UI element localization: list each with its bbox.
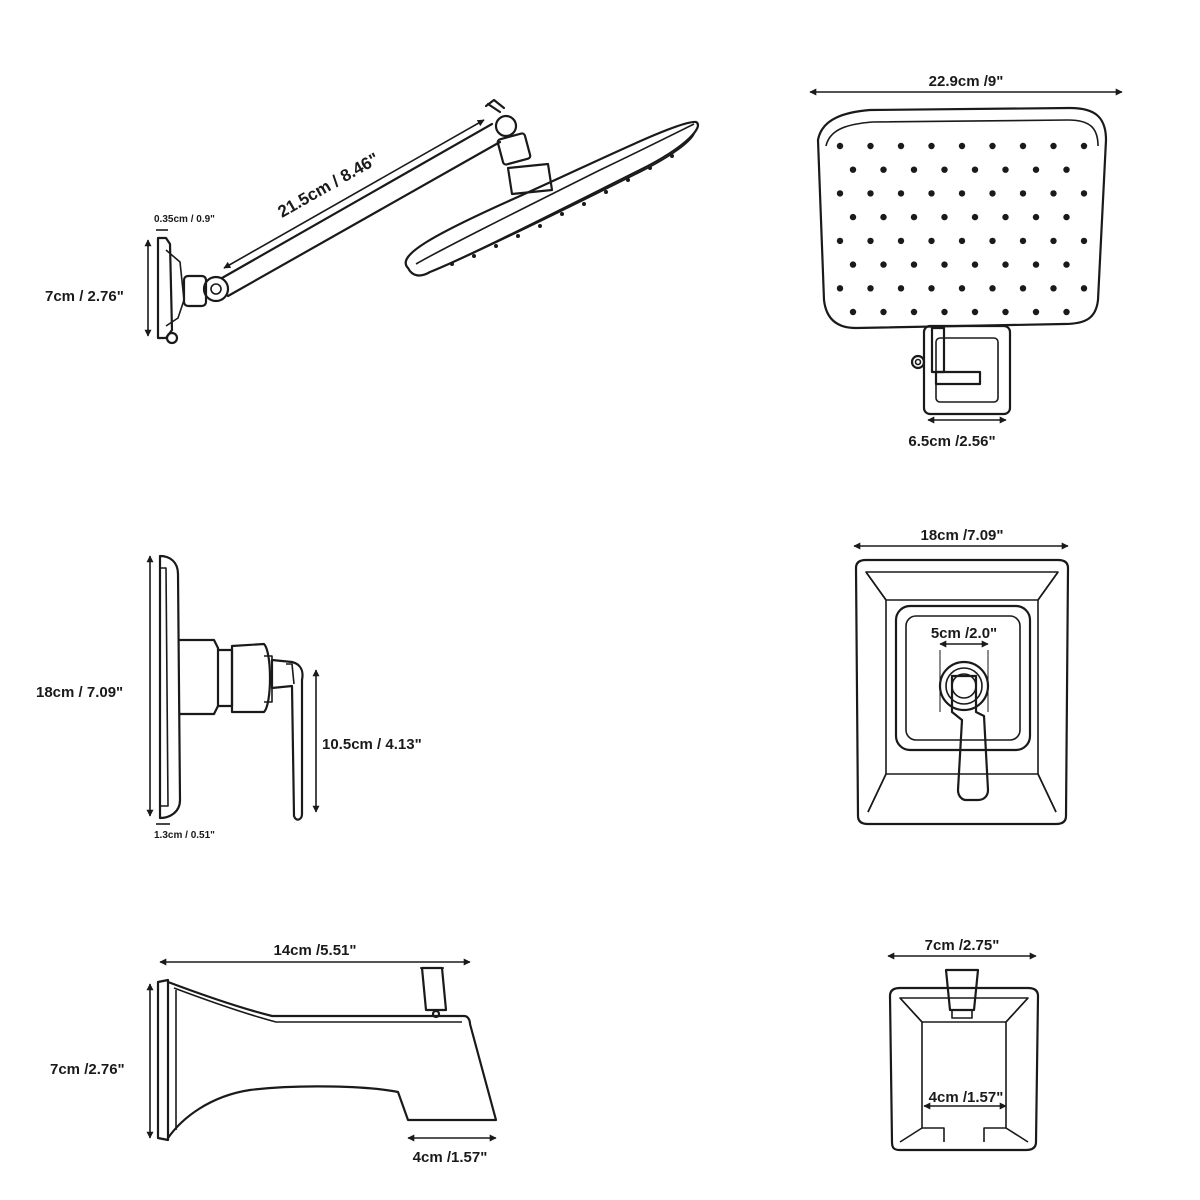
nozzle-hole: [1002, 308, 1009, 316]
nozzle-hole: [1019, 142, 1027, 150]
nozzle-hole: [849, 308, 857, 316]
nozzle-hole: [880, 166, 887, 173]
handle-length-label: 10.5cm / 4.13": [322, 736, 422, 753]
nozzle-hole: [971, 213, 979, 221]
flange-thickness-label: 0.35cm / 0.9": [154, 214, 215, 225]
nozzle-hole: [941, 166, 948, 173]
tub-spout-front-view: 7cm /2.75" 4cm /1.57": [887, 937, 1040, 1152]
nozzle-hole: [880, 308, 887, 316]
nozzle-hole: [880, 261, 887, 268]
nozzle-hole: [867, 285, 874, 292]
nozzle-hole: [989, 142, 996, 150]
nozzle-hole: [1063, 261, 1070, 268]
nozzle-hole: [1032, 213, 1040, 221]
head-width-label: 22.9cm /9": [929, 73, 1004, 90]
spout-height-label: 7cm /2.76": [50, 1061, 125, 1078]
nozzle-hole: [836, 190, 844, 197]
spout-front-outlet-label: 4cm /1.57": [929, 1089, 1004, 1106]
nozzle-hole: [1019, 237, 1027, 245]
nozzle-hole: [1019, 190, 1027, 197]
nozzle-hole: [989, 237, 996, 245]
nozzle-hole: [910, 166, 918, 173]
nozzle-hole: [849, 213, 857, 221]
nozzle-hole: [1050, 142, 1057, 150]
tub-spout-side-view: 14cm /5.51" 7cm /2.76" 4cm /1.57": [50, 942, 498, 1166]
nozzle-hole: [1002, 166, 1009, 173]
nozzle-hole: [897, 190, 905, 197]
bracket-width-label: 6.5cm /2.56": [908, 433, 995, 450]
nozzle-hole: [941, 261, 948, 268]
valve-trim-side-view: 18cm / 7.09" 10.5cm / 4.13" 1.3cm / 0.51…: [36, 554, 422, 841]
nozzle-hole: [867, 190, 874, 197]
nozzle-hole: [1032, 308, 1040, 316]
nozzle-hole: [910, 308, 918, 316]
nozzle-hole: [849, 166, 857, 173]
spout-front-width-label: 7cm /2.75": [925, 937, 1000, 954]
plate-height-side-label: 18cm / 7.09": [36, 684, 123, 701]
nozzle-hole: [897, 285, 905, 292]
hub-diameter-label: 5cm /2.0": [931, 625, 997, 642]
nozzle-hole: [1002, 261, 1009, 268]
nozzle-hole: [910, 261, 918, 268]
nozzle-hole: [897, 142, 905, 150]
spout-length-label: 14cm /5.51": [273, 942, 356, 959]
nozzle-hole: [1080, 190, 1088, 197]
nozzle-hole: [1019, 285, 1027, 292]
nozzle-hole: [836, 142, 844, 150]
nozzle-hole: [958, 190, 966, 197]
nozzle-hole: [1080, 237, 1088, 245]
nozzle-hole: [989, 285, 996, 292]
nozzle-hole: [958, 285, 966, 292]
nozzle-hole: [849, 261, 857, 268]
nozzle-hole: [941, 213, 948, 221]
nozzle-hole: [1063, 308, 1070, 316]
shower-arm-side-view: 21.5cm / 8.46" 0.35cm / 0.9" 7cm / 2.76": [45, 98, 699, 345]
nozzle-hole: [1080, 285, 1088, 292]
nozzle-hole: [1032, 261, 1040, 268]
plate-width-front-label: 18cm /7.09": [920, 527, 1003, 544]
nozzle-hole: [928, 142, 935, 150]
nozzle-hole: [897, 237, 905, 245]
nozzle-hole: [958, 237, 966, 245]
nozzle-hole: [971, 308, 979, 316]
nozzle-hole: [836, 285, 844, 292]
spout-outlet-label: 4cm /1.57": [413, 1149, 488, 1166]
nozzle-hole: [928, 237, 935, 245]
nozzle-hole: [928, 190, 935, 197]
nozzle-hole: [928, 285, 935, 292]
nozzle-hole: [941, 308, 948, 316]
nozzle-hole: [1050, 190, 1057, 197]
nozzle-hole: [1050, 285, 1057, 292]
nozzle-hole: [1050, 237, 1057, 245]
nozzle-hole: [867, 237, 874, 245]
plate-thickness-label: 1.3cm / 0.51": [154, 830, 215, 841]
nozzle-hole: [1032, 166, 1040, 173]
nozzle-hole: [910, 213, 918, 221]
nozzle-hole: [958, 142, 966, 150]
arm-length-label: 21.5cm / 8.46": [275, 149, 383, 221]
nozzle-hole: [989, 190, 996, 197]
nozzle-hole: [1063, 213, 1070, 221]
nozzle-hole: [867, 142, 874, 150]
nozzle-hole: [880, 213, 887, 221]
nozzle-hole: [1002, 213, 1009, 221]
shower-head-front-view: 22.9cm /9" 6.5cm /2.56": [809, 73, 1123, 450]
nozzle-hole: [1080, 142, 1088, 150]
nozzle-hole: [836, 237, 844, 245]
nozzle-hole: [971, 261, 979, 268]
valve-trim-front-view: 18cm /7.09" 5cm /2.0": [853, 527, 1070, 826]
nozzle-hole: [1063, 166, 1070, 173]
flange-height-label: 7cm / 2.76": [45, 288, 124, 305]
nozzle-hole: [971, 166, 979, 173]
